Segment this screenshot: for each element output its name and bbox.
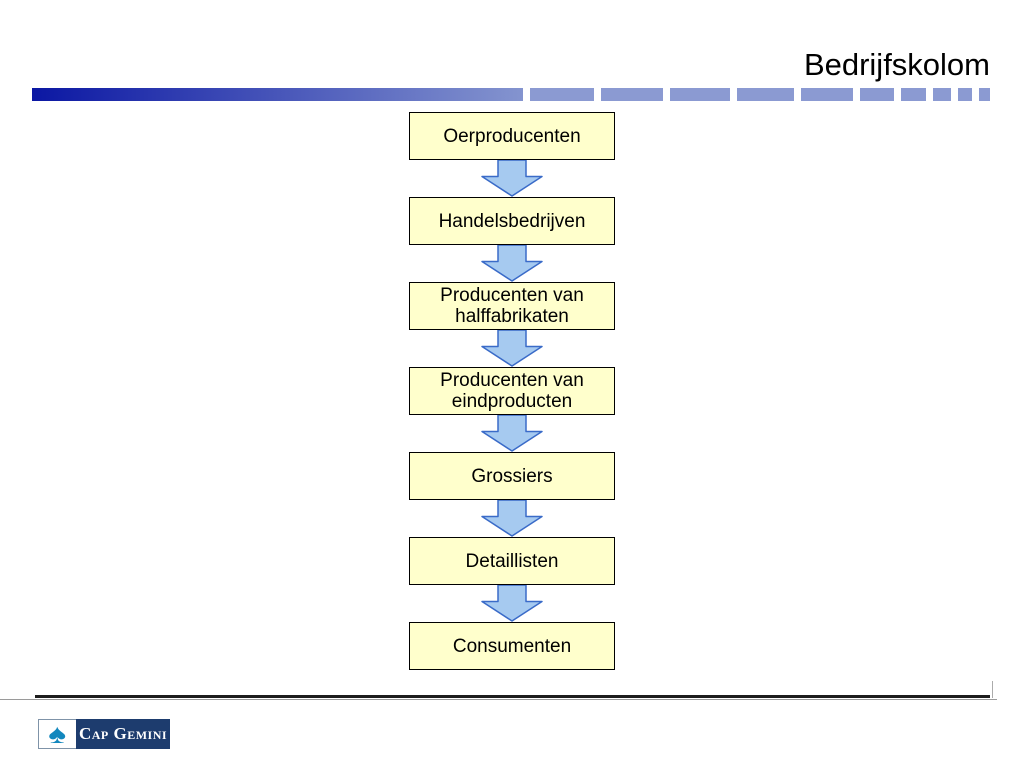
flow-box-handelsbedrijven: Handelsbedrijven bbox=[409, 197, 615, 245]
flow-box-oerproducenten: Oerproducenten bbox=[409, 112, 615, 160]
bar-segment bbox=[979, 88, 990, 101]
bar-segment bbox=[860, 88, 894, 101]
down-arrow-icon bbox=[481, 160, 543, 197]
down-arrow-icon bbox=[481, 245, 543, 282]
page-title: Bedrijfskolom bbox=[803, 47, 990, 82]
footer-tick bbox=[992, 681, 993, 698]
flowchart: Oerproducenten Handelsbedrijven Producen… bbox=[409, 112, 615, 670]
down-arrow-icon bbox=[481, 585, 543, 622]
flow-box-producenten-halffabrikaten: Producenten van halffabrikaten bbox=[409, 282, 615, 330]
bar-segment bbox=[530, 88, 594, 101]
bar-segment bbox=[601, 88, 663, 101]
logo-wordmark: Cap Gemini bbox=[76, 719, 170, 749]
title-underline-bar bbox=[32, 88, 990, 101]
down-arrow-icon bbox=[481, 415, 543, 452]
bar-segment bbox=[933, 88, 951, 101]
flow-box-grossiers: Grossiers bbox=[409, 452, 615, 500]
bar-segment bbox=[737, 88, 794, 101]
bar-gradient bbox=[32, 88, 523, 101]
footer-rule bbox=[35, 695, 990, 698]
bar-segment bbox=[958, 88, 972, 101]
flow-box-producenten-eindproducten: Producenten van eindproducten bbox=[409, 367, 615, 415]
bar-segment bbox=[670, 88, 730, 101]
logo-spade-panel: ♠ bbox=[38, 719, 76, 749]
down-arrow-icon bbox=[481, 500, 543, 537]
down-arrow-icon bbox=[481, 330, 543, 367]
bar-segment bbox=[901, 88, 926, 101]
bar-segment bbox=[801, 88, 853, 101]
spade-icon: ♠ bbox=[48, 718, 67, 749]
flow-box-detaillisten: Detaillisten bbox=[409, 537, 615, 585]
flow-box-consumenten: Consumenten bbox=[409, 622, 615, 670]
footer-rule-shadow bbox=[0, 699, 997, 700]
capgemini-logo: ♠ Cap Gemini bbox=[38, 719, 170, 749]
